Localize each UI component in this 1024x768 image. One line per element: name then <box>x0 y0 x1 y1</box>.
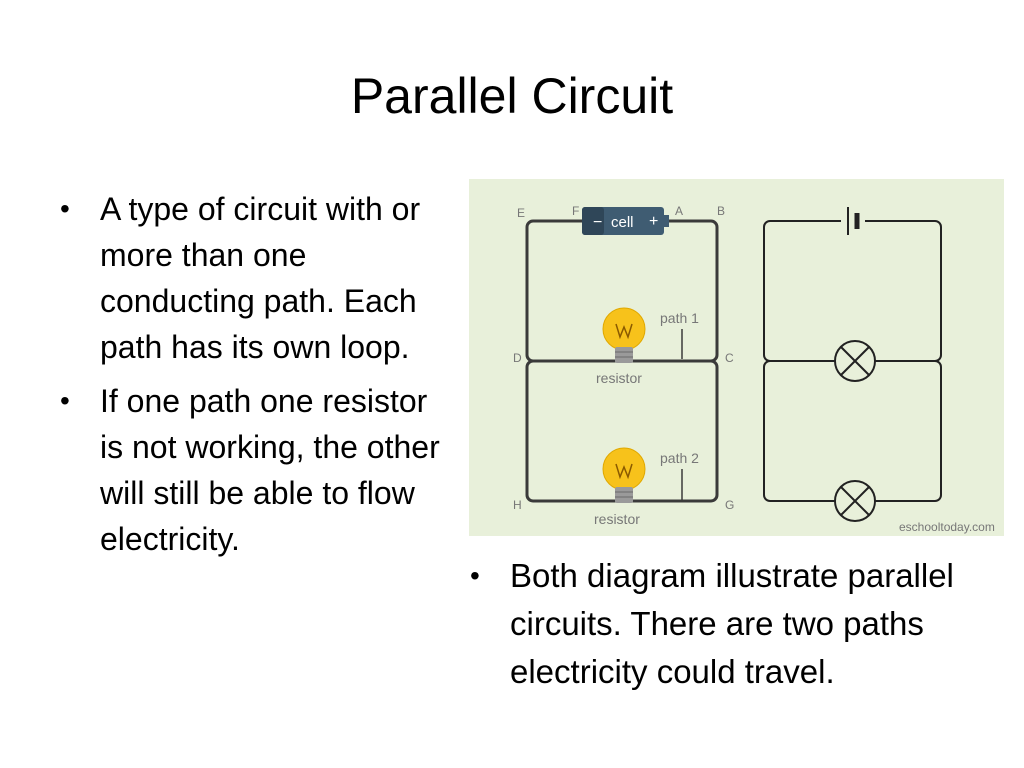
left-bullet-list: • A type of circuit with or more than one… <box>56 186 456 570</box>
bulb-2-icon <box>602 447 646 503</box>
cell-minus: − <box>593 214 602 231</box>
node-label-c: C <box>725 351 734 365</box>
node-label-g: G <box>725 498 734 512</box>
bulb-1-icon <box>602 307 646 363</box>
bullet-text: If one path one resistor is not working,… <box>100 383 440 557</box>
bullet-dot-icon: • <box>470 560 480 591</box>
bullet-text: A type of circuit with or more than one … <box>100 191 421 365</box>
node-label-a: A <box>675 204 683 218</box>
cell-battery: − cell + <box>582 207 669 235</box>
bullet-text: Both diagram illustrate parallel circuit… <box>510 557 954 690</box>
slide-title: Parallel Circuit <box>350 68 674 124</box>
lamp-symbol-1-icon <box>834 340 876 382</box>
node-label-b: B <box>717 204 725 218</box>
cell-label: cell <box>611 214 634 231</box>
battery-symbol-icon <box>841 207 865 235</box>
bullet-item: • A type of circuit with or more than one… <box>56 186 456 370</box>
path-2-label: path 2 <box>660 450 699 466</box>
path-1-label: path 1 <box>660 310 699 326</box>
watermark-text: eschooltoday.com <box>899 520 995 534</box>
right-bullet-list: • Both diagram illustrate parallel circui… <box>466 552 1011 704</box>
circuit-diagram-figure: − cell + E F A B D C H G resistor path 1 <box>469 179 1004 536</box>
resistor-2-label: resistor <box>594 511 640 527</box>
bullet-dot-icon: • <box>60 385 70 416</box>
cell-plus: + <box>649 213 658 230</box>
lamp-symbol-2-icon <box>834 480 876 522</box>
node-label-f: F <box>572 204 579 218</box>
node-label-e: E <box>517 206 525 220</box>
resistor-1-label: resistor <box>596 370 642 386</box>
node-label-d: D <box>513 351 522 365</box>
node-label-h: H <box>513 498 522 512</box>
bullet-item: • If one path one resistor is not working… <box>56 378 456 562</box>
bullet-item: • Both diagram illustrate parallel circui… <box>466 552 1011 696</box>
bullet-dot-icon: • <box>60 193 70 224</box>
circuit-diagram-svg: − cell + E F A B D C H G resistor path 1 <box>513 204 995 534</box>
